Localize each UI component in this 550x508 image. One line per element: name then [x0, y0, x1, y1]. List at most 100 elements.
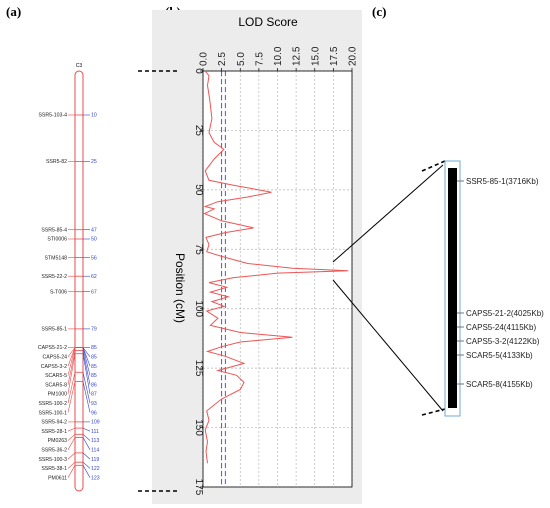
marker-leader [67, 353, 76, 395]
position-leader [82, 452, 91, 460]
marker-leader [67, 347, 76, 367]
marker-position: 93 [91, 401, 97, 407]
marker-name: SSR5-36-2 [41, 448, 67, 454]
marker-name: SCAR5-8 [45, 382, 67, 388]
marker-name: STI0006 [47, 237, 67, 243]
x-tick-label: 10.0 [273, 46, 284, 66]
x-tick-label: 2.5 [217, 52, 228, 66]
lod-curve [203, 70, 349, 464]
marker-name: SSR5-22-2 [41, 274, 67, 280]
marker-leader [67, 452, 76, 460]
position-leader [82, 347, 91, 357]
marker-name: STM5148 [45, 255, 68, 261]
marker-position: 56 [91, 255, 97, 261]
marker-name: PM0611 [48, 475, 67, 481]
position-leader [82, 350, 91, 385]
marker-name: CAPS5-24 [42, 355, 67, 361]
detail-markers: SSR5-85-1(3716Kb)CAPS5-21-2(4025Kb)CAPS5… [457, 177, 544, 389]
marker-leader [67, 427, 76, 432]
x-tick-label: 7.5 [254, 52, 265, 66]
marker-position: 96 [91, 410, 97, 416]
marker-leader [67, 461, 76, 469]
detail-marker-label: SSR5-85-1(3716Kb) [466, 177, 539, 186]
marker-name: SSR5-38-1 [41, 466, 67, 472]
marker-position: 25 [91, 159, 97, 165]
marker-position: 85 [91, 355, 97, 361]
marker-leader [67, 437, 76, 450]
chart-title: LOD Score [238, 15, 298, 29]
marker-position: 87 [91, 392, 97, 398]
detail-marker-label: CAPS5-24(4115Kb) [466, 323, 536, 332]
marker-leader [67, 434, 76, 441]
position-leader [82, 381, 91, 413]
marker-position: 122 [91, 466, 100, 472]
marker-name: SCAR5-5 [45, 373, 67, 379]
marker-name: SSR5-85-4 [41, 227, 67, 233]
marker-position: 109 [91, 420, 100, 426]
y-tick-label: 0 [193, 68, 204, 74]
detail-connector-bottom [332, 279, 444, 412]
position-leader [82, 353, 91, 395]
marker-name: PM0263 [48, 438, 67, 444]
marker-leader [67, 347, 76, 376]
y-tick-label: 50 [193, 184, 204, 196]
marker-position: 79 [91, 327, 97, 333]
position-leader [82, 427, 91, 432]
chromosome-name: C3 [76, 63, 83, 69]
marker-position: 119 [91, 457, 99, 463]
position-leader [82, 347, 91, 367]
detail-bar [448, 168, 457, 408]
marker-name: S-T006 [50, 289, 67, 295]
marker-name: SSR5-103-4 [38, 113, 67, 119]
detail-marker-label: SCAR5-5(4133Kb) [466, 351, 533, 360]
position-leader [82, 465, 91, 478]
position-leader [82, 461, 91, 469]
marker-leader [67, 350, 76, 385]
position-leader [82, 347, 91, 376]
x-tick-label: 0.0 [199, 52, 210, 66]
y-tick-label: 100 [193, 300, 204, 317]
x-tick-label: 20.0 [348, 46, 359, 66]
marker-name: SSR5-28-1 [41, 429, 67, 435]
marker-position: 123 [91, 475, 100, 481]
panel-label-c: (c) [372, 4, 387, 19]
marker-name: SSR5-100-1 [38, 410, 67, 416]
y-tick-label: 25 [193, 125, 204, 137]
marker-position: 47 [91, 227, 97, 233]
marker-position: 114 [91, 448, 99, 454]
marker-name: SSR5-85-1 [41, 327, 67, 333]
marker-leader [67, 347, 76, 357]
y-tick-label: 175 [193, 479, 204, 496]
marker-position: 111 [91, 429, 99, 435]
marker-position: 113 [91, 438, 99, 444]
y-axis-label: Position (cM) [173, 253, 187, 323]
marker-name: SSR5-82 [46, 159, 67, 165]
detail-marker-label: CAPS5-3-2(4122Kb) [466, 337, 540, 346]
panel-label-a: (a) [6, 4, 22, 19]
position-leader [82, 372, 91, 404]
marker-name: SSR5-100-2 [38, 401, 67, 407]
x-tick-label: 5.0 [236, 52, 247, 66]
plot-frame [202, 70, 353, 488]
marker-name: SSR5-100-3 [38, 457, 67, 463]
x-tick-label: 15.0 [310, 46, 321, 66]
marker-position: 85 [91, 373, 97, 379]
marker-name: CAPS5-21-2 [38, 345, 67, 351]
marker-position: 62 [91, 274, 97, 280]
chromosome-bar [74, 70, 84, 492]
marker-position: 86 [91, 382, 97, 388]
marker-leader [67, 372, 76, 404]
marker-position: 67 [91, 289, 97, 295]
marker-position: 50 [91, 237, 97, 243]
y-tick-label: 125 [193, 360, 204, 377]
x-tick-label: 17.5 [329, 46, 340, 66]
marker-position: 10 [91, 113, 97, 119]
detail-connector-top [332, 164, 444, 263]
marker-leader [67, 465, 76, 478]
marker-leader [67, 381, 76, 413]
